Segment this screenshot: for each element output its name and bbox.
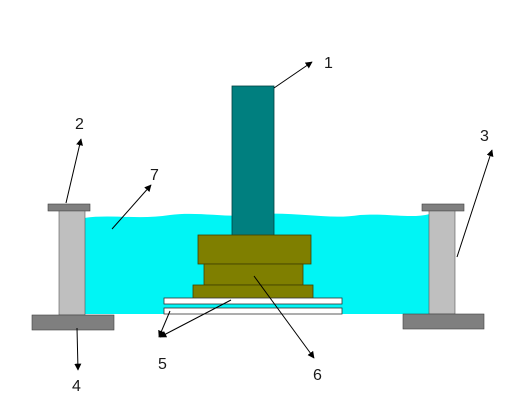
left-base-plate — [31, 314, 115, 331]
vertical-rod — [231, 85, 275, 237]
leader-arrow-5b — [159, 299, 232, 338]
right-pillar — [428, 210, 456, 315]
label-6: 6 — [313, 367, 322, 384]
left-pillar-cap — [47, 203, 91, 212]
label-7: 7 — [150, 167, 159, 184]
label-4: 4 — [72, 378, 81, 395]
label-1: 1 — [324, 55, 333, 72]
right-base-plate — [402, 313, 485, 330]
label-3: 3 — [480, 128, 489, 145]
right-pillar-cap — [421, 203, 465, 212]
leader-arrow-6 — [253, 275, 315, 359]
block-bottom-tier — [192, 284, 314, 300]
label-2: 2 — [75, 116, 84, 133]
block-middle-tier — [203, 263, 304, 286]
leader-arrow-3 — [456, 149, 494, 258]
leader-arrow-1 — [273, 61, 313, 89]
lower-plate — [163, 307, 343, 315]
leader-arrow-7 — [111, 184, 152, 230]
label-5: 5 — [158, 356, 167, 373]
leader-arrow-4 — [74, 327, 82, 371]
upper-plate — [163, 297, 343, 305]
block-top-tier — [197, 234, 312, 265]
leader-arrow-2 — [65, 138, 83, 204]
left-pillar — [58, 210, 86, 316]
